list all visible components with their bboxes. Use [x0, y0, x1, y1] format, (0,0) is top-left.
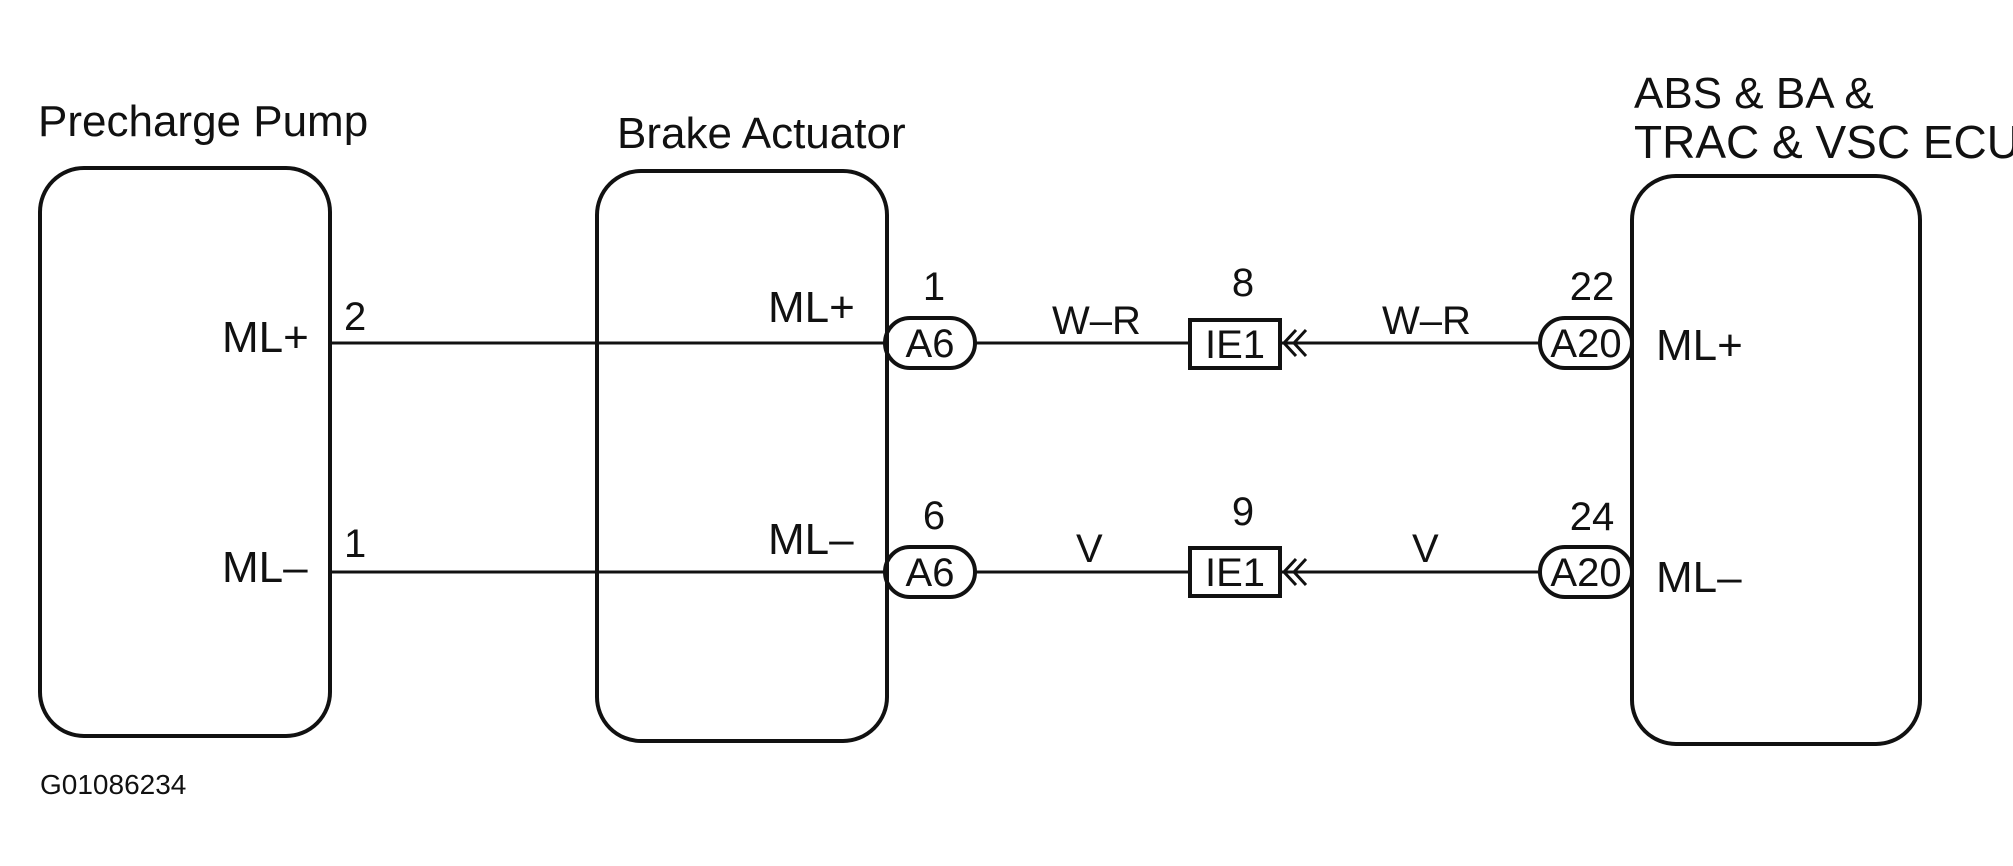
connector-a6-top-pin: 1 — [923, 265, 945, 309]
figure-code: G01086234 — [40, 769, 186, 800]
precharge-pump-pin-2: 2 — [344, 295, 366, 339]
ecu-ml-minus-label: ML– — [1656, 553, 1742, 602]
precharge-pump-title: Precharge Pump — [38, 97, 368, 146]
connector-a6-bottom — [883, 545, 977, 599]
connector-a6-bottom-label: A6 — [906, 551, 955, 595]
connector-a6-bottom-pin: 6 — [923, 494, 945, 538]
connector-ie1-bottom-pin: 9 — [1232, 490, 1254, 534]
connector-ie1-bottom-label: IE1 — [1205, 551, 1265, 595]
connector-ie1-top-pin: 8 — [1232, 261, 1254, 305]
connector-ie1-top — [1188, 318, 1282, 370]
connector-a20-bottom-pin: 24 — [1570, 495, 1615, 539]
precharge-pump-ml-minus-label: ML– — [222, 543, 308, 592]
precharge-pump-ml-plus-label: ML+ — [222, 313, 309, 362]
precharge-pump-box — [38, 166, 332, 738]
wire-color-top-right: W–R — [1382, 299, 1471, 343]
connector-ie1-top-arrow-icon — [1281, 328, 1308, 358]
ecu-ml-plus-label: ML+ — [1656, 321, 1743, 370]
ecu-title-line2: TRAC & VSC ECU — [1634, 116, 2013, 168]
wire-color-bottom-left: V — [1076, 527, 1103, 571]
ecu-box — [1630, 174, 1922, 746]
connector-a20-bottom — [1538, 545, 1634, 599]
brake-actuator-ml-minus-label: ML– — [768, 515, 854, 564]
wire-color-bottom-right: V — [1412, 527, 1439, 571]
wire-color-top-left: W–R — [1052, 299, 1141, 343]
connector-a20-top-pin: 22 — [1570, 265, 1615, 309]
connector-a20-top — [1538, 316, 1634, 370]
ecu-title-line1: ABS & BA & — [1634, 69, 1874, 118]
connector-ie1-bottom-arrow-icon — [1281, 557, 1308, 587]
connector-a6-top — [883, 316, 977, 370]
brake-actuator-box — [595, 169, 889, 743]
connector-a20-top-label: A20 — [1550, 322, 1621, 366]
connector-ie1-bottom — [1188, 546, 1282, 598]
connector-ie1-top-label: IE1 — [1205, 323, 1265, 367]
connector-a6-top-label: A6 — [906, 322, 955, 366]
precharge-pump-pin-1: 1 — [344, 522, 366, 566]
brake-actuator-title: Brake Actuator — [617, 109, 906, 158]
connector-a20-bottom-label: A20 — [1550, 551, 1621, 595]
brake-actuator-ml-plus-label: ML+ — [768, 283, 855, 332]
